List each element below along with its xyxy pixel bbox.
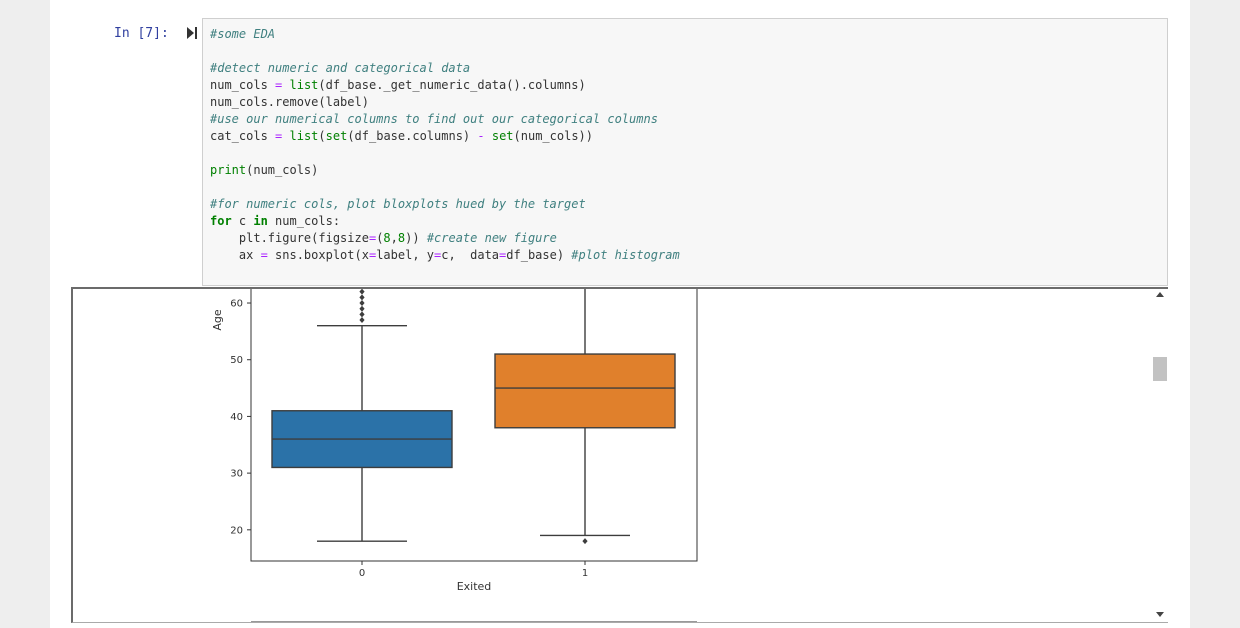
- code-line: #detect numeric and categorical data: [210, 61, 471, 75]
- outlier-point: [359, 300, 365, 307]
- x-tick-label: 1: [582, 568, 588, 579]
- scroll-down-arrow-icon[interactable]: [1156, 612, 1164, 617]
- code-input-area[interactable]: #some EDA #detect numeric and categorica…: [202, 18, 1168, 286]
- code-line: num_cols.remove(label): [210, 95, 369, 109]
- code-line: #use our numerical columns to find out o…: [210, 112, 658, 126]
- x-tick-label: 0: [359, 568, 365, 579]
- y-axis-label: Age: [211, 309, 224, 331]
- x-axis-label: Exited: [457, 580, 492, 593]
- code-line: ax = sns.boxplot(x=label, y=c, data=df_b…: [210, 248, 680, 262]
- y-tick-label: 50: [230, 355, 243, 366]
- code-line: for c in num_cols:: [210, 214, 341, 228]
- outlier-point: [359, 305, 365, 312]
- y-tick-label: 30: [230, 469, 243, 480]
- code-editor[interactable]: #some EDA #detect numeric and categorica…: [210, 26, 680, 264]
- outlier-point: [359, 294, 365, 301]
- code-line: num_cols = list(df_base._get_numeric_dat…: [210, 78, 586, 92]
- code-line: print(num_cols): [210, 163, 319, 177]
- cell-prompt: In [7]:: [114, 26, 169, 41]
- y-tick-label: 60: [230, 299, 243, 310]
- scroll-up-arrow-icon[interactable]: [1156, 292, 1164, 297]
- scroll-thumb[interactable]: [1153, 357, 1167, 381]
- plot-frame: [250, 289, 698, 562]
- y-tick-label: 20: [230, 525, 243, 536]
- code-line: #some EDA: [210, 27, 276, 41]
- code-line: cat_cols = list(set(df_base.columns) - s…: [210, 129, 594, 143]
- code-line: #for numeric cols, plot bloxplots hued b…: [210, 197, 586, 211]
- run-cell-icon[interactable]: [186, 26, 198, 40]
- y-tick-label: 40: [230, 412, 243, 423]
- output-scrollbar[interactable]: [1152, 289, 1168, 621]
- outlier-point: [359, 311, 365, 318]
- outlier-point: [582, 538, 588, 545]
- box-iqr: [494, 353, 676, 429]
- code-line: plt.figure(figsize=(8,8)) #create new fi…: [210, 231, 557, 245]
- outlier-point: [359, 289, 365, 295]
- outlier-point: [359, 317, 365, 324]
